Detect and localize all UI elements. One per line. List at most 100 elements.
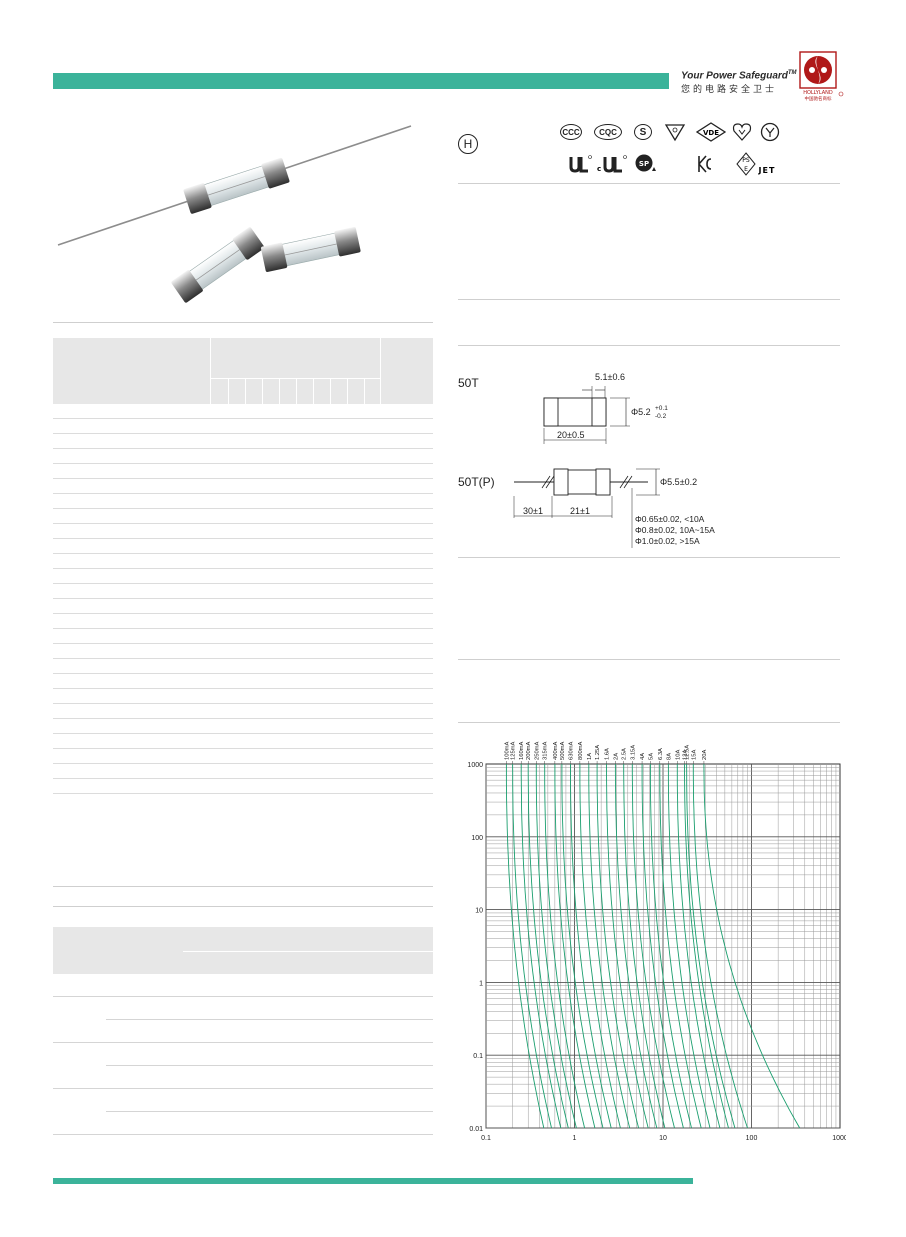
table-row: [53, 494, 433, 509]
type-50t-label: 50T: [458, 376, 479, 390]
table-row: [53, 524, 433, 539]
table-row: [53, 509, 433, 524]
series-label: 15A: [691, 750, 697, 760]
curve-200mA: [527, 764, 569, 1129]
ccc-mark-icon: CCC: [560, 124, 582, 140]
table-row: [53, 734, 433, 749]
divider: [53, 322, 433, 323]
kc-mark-icon: [698, 155, 712, 173]
x-tick-label: 10: [659, 1135, 667, 1142]
series-label: 2A: [613, 753, 619, 760]
y-tick-label: 10: [475, 908, 483, 915]
s-mark-icon: S: [634, 124, 652, 140]
series-label: 400mA: [553, 741, 559, 760]
table-row: [53, 584, 433, 599]
divider: [458, 345, 840, 346]
rating-table-body: [53, 404, 433, 794]
dimension-drawing-50t: 5.1±0.6 Φ5.2 +0.1 -0.2 20±0.5: [543, 372, 668, 444]
curve-20A: [703, 763, 801, 1129]
y-tick-label: 1000: [467, 762, 483, 769]
table-row: [53, 659, 433, 674]
curve-400mA: [554, 764, 596, 1129]
cqc-mark-icon: CQC: [594, 124, 622, 140]
series-label: 250mA: [534, 741, 540, 760]
svg-text:E: E: [744, 166, 748, 173]
hollyland-logo: HOLLYLAND 中国驰名商标: [799, 51, 844, 102]
series-label: 12A: [683, 750, 689, 760]
x-tick-label: 1000: [832, 1135, 846, 1142]
body-length-dim: 21±1: [570, 506, 590, 516]
table-row: [53, 539, 433, 554]
curve-250mA: [535, 764, 577, 1129]
series-label: 1.6A: [605, 748, 611, 760]
table-row: [53, 674, 433, 689]
pse-round-icon: [760, 122, 780, 142]
vde-triangle-icon: [664, 124, 686, 142]
y-tick-label: 100: [471, 835, 483, 842]
divider: [53, 886, 433, 887]
table-row: [53, 764, 433, 779]
ul-mark-icon: [569, 155, 592, 173]
table-row: [53, 569, 433, 584]
svg-text:+0.1: +0.1: [655, 405, 668, 412]
divider: [53, 906, 433, 907]
table-row: [53, 464, 433, 479]
svg-text:PS: PS: [742, 157, 750, 164]
series-label: 1A: [587, 753, 593, 760]
table-row: [53, 449, 433, 464]
tagline-chinese: 您的电路安全卫士: [681, 84, 778, 95]
csa-mark-icon: SP: [635, 154, 656, 172]
table-row: [53, 974, 433, 997]
svg-text:c: c: [597, 165, 601, 173]
table-row: [53, 1112, 433, 1135]
table-row: [53, 614, 433, 629]
curve-12A: [684, 764, 729, 1129]
series-label: 20A: [702, 750, 708, 760]
curve-1A: [588, 764, 631, 1129]
series-label: 500mA: [560, 741, 566, 760]
divider: [458, 299, 840, 300]
table-row: [53, 479, 433, 494]
divider: [458, 557, 840, 558]
characteristics-table: [53, 927, 433, 1135]
series-label: 2.5A: [622, 748, 628, 760]
curve-2.5A: [623, 764, 666, 1129]
table-row: [106, 997, 433, 1020]
series-label: 315mA: [543, 741, 549, 760]
vde-mark-icon: VDE: [695, 122, 727, 142]
cul-mark-icon: c: [597, 155, 627, 173]
table-row: [53, 554, 433, 569]
type-50tp-label: 50T(P): [458, 475, 495, 489]
table-row: [53, 704, 433, 719]
table-row: [53, 434, 433, 449]
h-mark-icon: H: [458, 134, 478, 154]
series-label: 4A: [640, 753, 646, 760]
table-row: [53, 599, 433, 614]
curve-3.15A: [631, 764, 675, 1129]
dimension-drawing-50tp: Φ5.5±0.2 30±1 21±1 Φ0.65±0.02, <10A Φ0.8…: [513, 468, 715, 548]
diameter-dim: Φ5.2: [631, 407, 651, 417]
curve-8A: [667, 764, 711, 1129]
tagline: Your Power SafeguardTM: [681, 70, 797, 82]
series-label: 160mA: [519, 741, 525, 760]
kc-heart-icon: [732, 123, 752, 141]
series-label: 12.5A: [685, 745, 691, 760]
y-tick-label: 1: [479, 980, 483, 987]
curve-800mA: [579, 764, 621, 1129]
curve-100mA: [505, 764, 545, 1129]
series-label: 5A: [648, 753, 654, 760]
length-dim: 20±0.5: [557, 430, 584, 440]
series-label: 100mA: [504, 741, 510, 760]
curve-630mA: [570, 764, 612, 1129]
trademark-mark: TM: [787, 70, 797, 76]
table-row: [53, 644, 433, 659]
curve-10A: [676, 764, 721, 1129]
lead-length-dim: 30±1: [523, 506, 543, 516]
series-label: 3.15A: [630, 745, 636, 760]
series-label: 8A: [666, 753, 672, 760]
curve-15A: [692, 764, 748, 1129]
table-row: [53, 719, 433, 734]
table-row: [53, 419, 433, 434]
